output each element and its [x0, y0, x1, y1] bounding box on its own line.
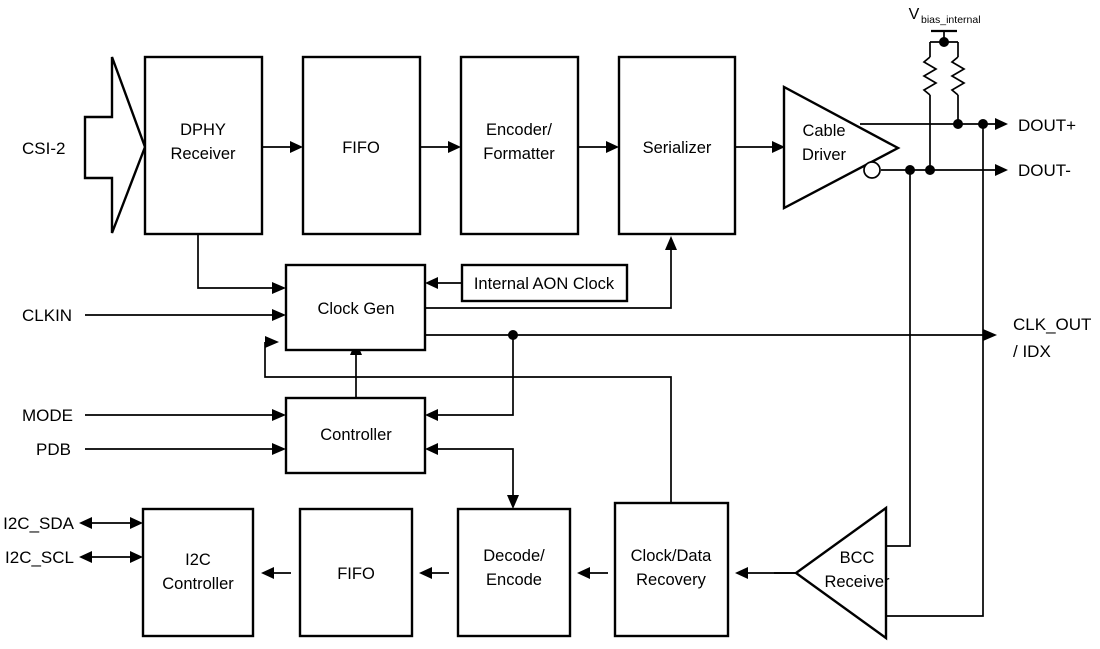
- arrowhead-aon-to-clockgen: [425, 277, 438, 289]
- block-label-bcc-line1: BCC: [840, 549, 875, 567]
- block-clock-data-recovery[interactable]: [613, 501, 730, 638]
- port-label-pdb: PDB: [36, 440, 71, 459]
- arrowhead-cdr-to-clockgen: [265, 336, 279, 348]
- arrowhead-branch-to-controller: [425, 409, 438, 421]
- wire-doutminus-to-bcc: [878, 170, 911, 547]
- block-label-fifo-bottom: FIFO: [337, 565, 375, 583]
- port-label-mode: MODE: [22, 406, 73, 425]
- block-label-bcc-line2: Receiver: [824, 573, 890, 591]
- arrowhead-dphy-to-fifo: [290, 141, 303, 153]
- wire-dphy-to-clockgen: [197, 234, 272, 289]
- block-clock-gen[interactable]: [284, 263, 427, 352]
- junction-res1-doutminus: [925, 165, 935, 175]
- block-i2c-controller[interactable]: [141, 507, 255, 638]
- arrowhead-clkout: [983, 329, 997, 341]
- supply-label-vbias-symbol: V: [909, 6, 920, 23]
- port-label-clkin: CLKIN: [22, 306, 72, 325]
- block-dphy-receiver[interactable]: [143, 55, 264, 236]
- block-label-fifo-top: FIFO: [342, 139, 380, 157]
- arrowhead-fifo-to-i2c: [261, 567, 274, 579]
- arrowhead-decode-to-fifo: [419, 567, 432, 579]
- arrowhead-mode: [272, 409, 286, 421]
- csi2-bus-arrow: [83, 56, 147, 234]
- supply-label-vbias-subscript: bias_internal: [921, 14, 981, 26]
- block-serializer[interactable]: [617, 55, 737, 236]
- block-label-encoder-line2: Formatter: [483, 145, 555, 163]
- port-label-clk-out-line2: / IDX: [1013, 342, 1051, 361]
- arrowhead-scl-in: [130, 551, 143, 563]
- block-label-cable-driver-line1: Cable: [802, 122, 845, 140]
- block-label-cable-driver-line2: Driver: [802, 146, 847, 164]
- port-label-dout-plus: DOUT+: [1018, 116, 1076, 135]
- block-label-decode-line1: Decode/: [483, 547, 545, 565]
- block-label-cdr-line1: Clock/Data: [631, 547, 713, 565]
- wire-clkout-branch-to-controller: [438, 335, 514, 416]
- arrowhead-dout-minus: [995, 164, 1008, 176]
- arrowhead-dphy-to-clockgen: [272, 282, 286, 294]
- port-label-i2c-scl: I2C_SCL: [5, 548, 74, 567]
- block-bcc-receiver[interactable]: [793, 505, 888, 641]
- port-label-dout-minus: DOUT-: [1018, 161, 1071, 180]
- arrowhead-serializer-to-cable-driver: [772, 141, 785, 153]
- arrowhead-fifo-to-encoder: [448, 141, 461, 153]
- block-label-cdr-line2: Recovery: [636, 571, 706, 589]
- arrowhead-cdr-to-decode: [577, 567, 590, 579]
- arrowhead-to-decode: [507, 495, 519, 509]
- block-controller[interactable]: [284, 396, 427, 475]
- port-label-csi2: CSI-2: [22, 139, 65, 158]
- block-label-dphy-receiver-line2: Receiver: [170, 145, 236, 163]
- resistor-1: [922, 56, 938, 96]
- block-encoder-formatter[interactable]: [459, 55, 580, 236]
- arrowhead-clkin: [272, 309, 286, 321]
- block-label-decode-line2: Encode: [486, 571, 542, 589]
- wire-controller-to-decode: [438, 448, 514, 495]
- block-label-clock-gen: Clock Gen: [317, 300, 394, 318]
- block-fifo-bottom[interactable]: [298, 507, 414, 638]
- wire-cdr-to-clockgen: [264, 342, 672, 503]
- arrowhead-bcc-to-cdr: [735, 567, 748, 579]
- block-label-internal-aon-clock: Internal AON Clock: [474, 275, 615, 293]
- arrowhead-sda-in: [130, 517, 143, 529]
- resistor-2: [950, 56, 966, 96]
- block-label-dphy-receiver-line1: DPHY: [180, 121, 226, 139]
- block-label-i2c-line1: I2C: [185, 551, 211, 569]
- port-label-i2c-sda: I2C_SDA: [3, 514, 75, 533]
- inverting-bubble-icon: [863, 161, 881, 179]
- arrowhead-scl-out: [79, 551, 92, 563]
- block-internal-aon-clock[interactable]: [460, 263, 629, 303]
- wire-doutplus-to-bcc: [878, 124, 984, 617]
- arrowhead-pdb: [272, 443, 286, 455]
- block-decode-encode[interactable]: [456, 507, 572, 638]
- arrowhead-encoder-to-serializer: [606, 141, 619, 153]
- wire-layer: [79, 29, 1008, 617]
- wire-clockgen-to-serializer: [425, 250, 672, 309]
- arrowhead-sda-out: [79, 517, 92, 529]
- block-label-controller: Controller: [320, 426, 392, 444]
- port-label-clk-out-line1: CLK_OUT: [1013, 315, 1091, 334]
- arrowhead-dout-plus: [995, 118, 1008, 130]
- junction-res2-doutplus: [953, 119, 963, 129]
- block-label-encoder-line1: Encoder/: [486, 121, 552, 139]
- block-label-i2c-line2: Controller: [162, 575, 234, 593]
- block-cable-driver[interactable]: [782, 84, 901, 210]
- arrowhead-clockgen-to-serializer: [665, 236, 677, 250]
- block-label-serializer: Serializer: [643, 139, 712, 157]
- block-fifo-top[interactable]: [301, 55, 422, 236]
- arrowhead-controller-in2: [425, 443, 438, 455]
